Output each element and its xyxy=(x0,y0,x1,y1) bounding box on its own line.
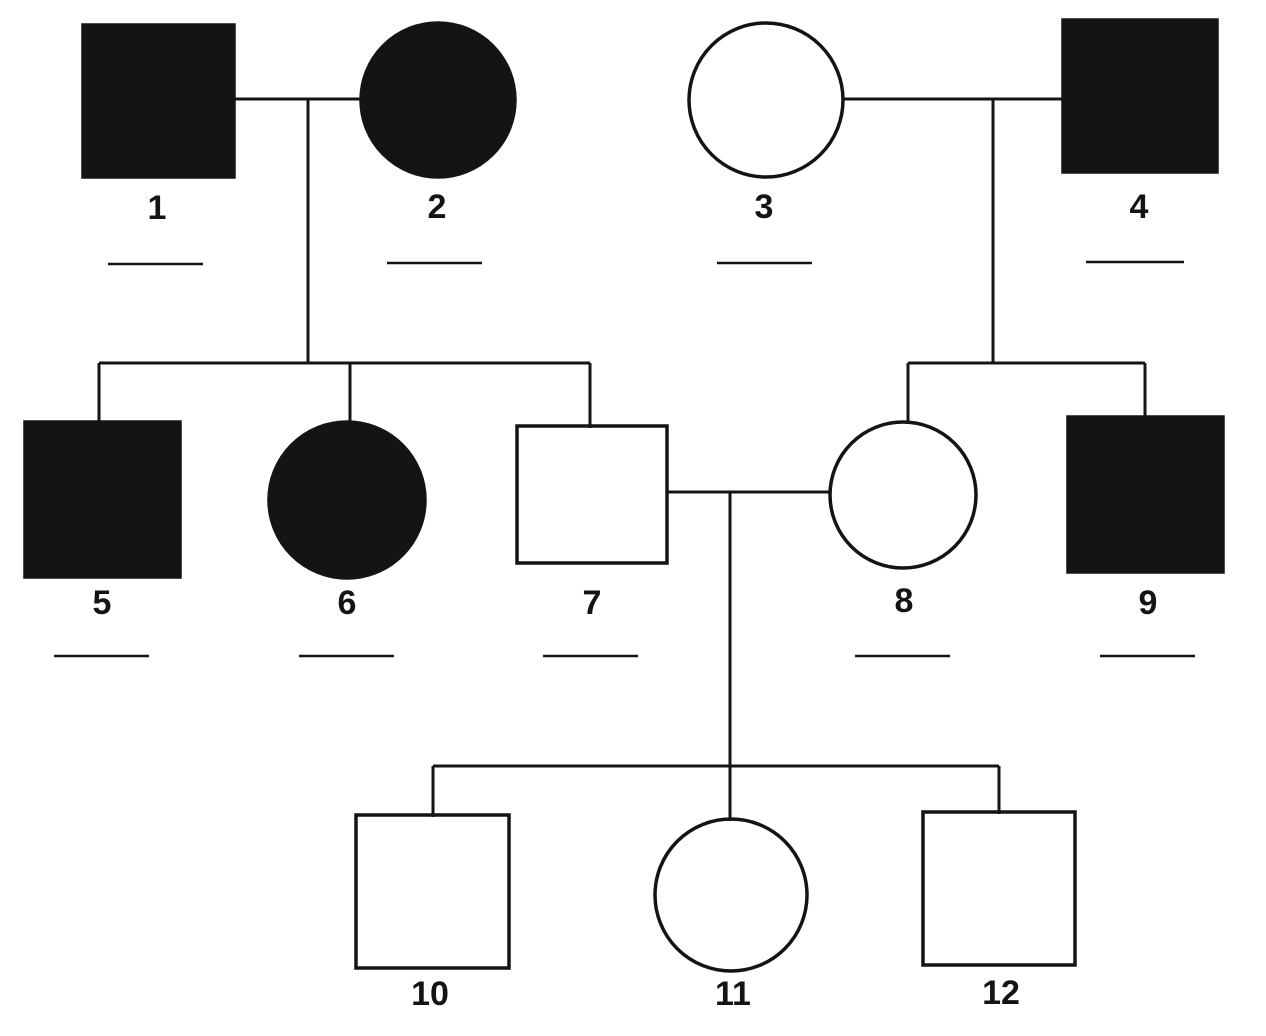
relationship-sibship-5-6-7 xyxy=(97,361,592,428)
individual-1-label: 1 xyxy=(148,189,167,227)
individual-5: 5 xyxy=(23,420,182,658)
individual-11-label: 11 xyxy=(715,975,751,1013)
individual-6: 6 xyxy=(267,420,427,658)
individual-7: 7 xyxy=(515,424,669,658)
affected-male-square-5 xyxy=(23,420,182,579)
affected-male-square-9 xyxy=(1066,415,1225,574)
individual-3: 3 xyxy=(687,21,845,265)
individual-2: 2 xyxy=(359,21,517,265)
individual-12: 12 xyxy=(921,810,1077,1012)
individual-7-label: 7 xyxy=(583,584,602,622)
individual-4-label: 4 xyxy=(1130,188,1149,226)
individual-2-label: 2 xyxy=(428,188,447,226)
relationship-sibship-10-11-12 xyxy=(431,764,1001,817)
unaffected-male-square-7 xyxy=(515,424,669,565)
individual-11: 11 xyxy=(653,817,809,1013)
individual-5-label: 5 xyxy=(93,584,112,622)
individual-9: 9 xyxy=(1066,415,1225,658)
individual-6-label: 6 xyxy=(338,584,357,622)
individual-12-label: 12 xyxy=(982,974,1020,1012)
unaffected-male-square-10 xyxy=(354,813,511,970)
affected-female-circle-2 xyxy=(359,21,517,179)
individual-4: 4 xyxy=(1061,18,1219,264)
individual-10: 10 xyxy=(354,813,511,1013)
unaffected-male-square-12 xyxy=(921,810,1077,967)
affected-male-square-4 xyxy=(1061,18,1219,174)
affected-female-circle-6 xyxy=(267,420,427,580)
individual-8: 8 xyxy=(828,420,978,658)
unaffected-female-circle-8 xyxy=(828,420,978,570)
unaffected-female-circle-3 xyxy=(687,21,845,179)
individual-1: 1 xyxy=(81,23,236,266)
affected-male-square-1 xyxy=(81,23,236,179)
relationship-couple-7-8 xyxy=(667,490,831,821)
individual-3-label: 3 xyxy=(755,188,774,226)
unaffected-female-circle-11 xyxy=(653,817,809,973)
individual-8-label: 8 xyxy=(895,582,914,620)
relationship-couple-3-4 xyxy=(843,97,1063,364)
relationship-sibship-8-9 xyxy=(906,361,1147,424)
relationship-couple-1-2 xyxy=(234,97,361,364)
individual-9-label: 9 xyxy=(1139,584,1158,622)
individual-10-label: 10 xyxy=(411,975,449,1013)
